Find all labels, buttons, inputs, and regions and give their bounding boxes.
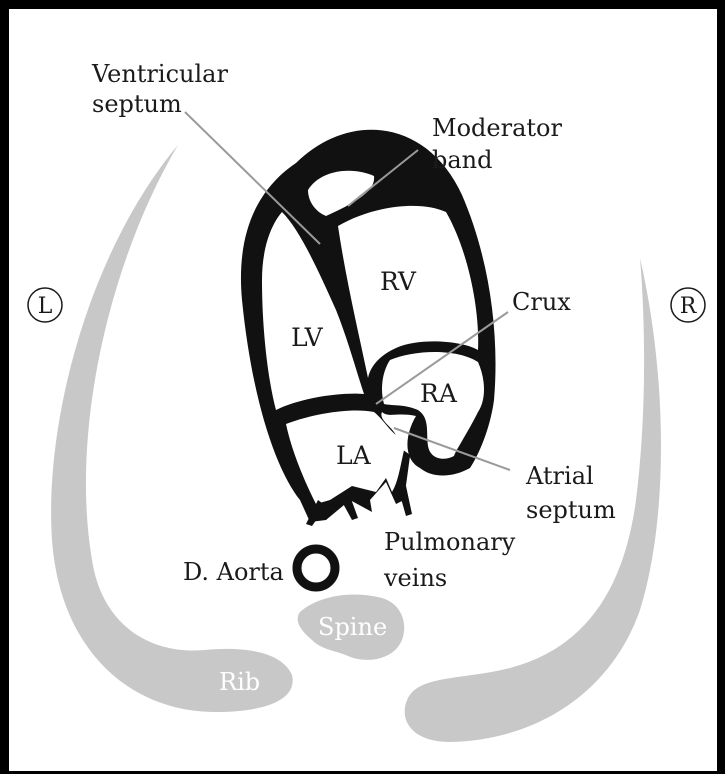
label-pulmonary-veins-line2: veins bbox=[383, 564, 447, 592]
left-marker-label: L bbox=[38, 294, 53, 319]
label-moderator-band-line1: Moderator bbox=[432, 114, 562, 142]
label-d-aorta: D. Aorta bbox=[183, 558, 284, 586]
label-crux: Crux bbox=[512, 288, 571, 316]
label-lv: LV bbox=[291, 323, 324, 352]
label-moderator-band-line2: band bbox=[432, 146, 493, 174]
label-spine: Spine bbox=[318, 613, 387, 641]
label-ventricular-septum-line2: septum bbox=[92, 90, 182, 118]
label-atrial-septum-line1: Atrial bbox=[525, 462, 594, 490]
label-rv: RV bbox=[380, 267, 417, 296]
right-marker-label: R bbox=[680, 294, 698, 319]
descending-aorta bbox=[297, 549, 335, 587]
label-ra: RA bbox=[420, 379, 458, 408]
label-ventricular-septum-line1: Ventricular bbox=[91, 60, 228, 88]
label-rib: Rib bbox=[219, 668, 260, 696]
label-atrial-septum-line2: septum bbox=[526, 496, 616, 524]
label-pulmonary-veins-line1: Pulmonary bbox=[384, 528, 516, 556]
label-la: LA bbox=[336, 441, 372, 470]
